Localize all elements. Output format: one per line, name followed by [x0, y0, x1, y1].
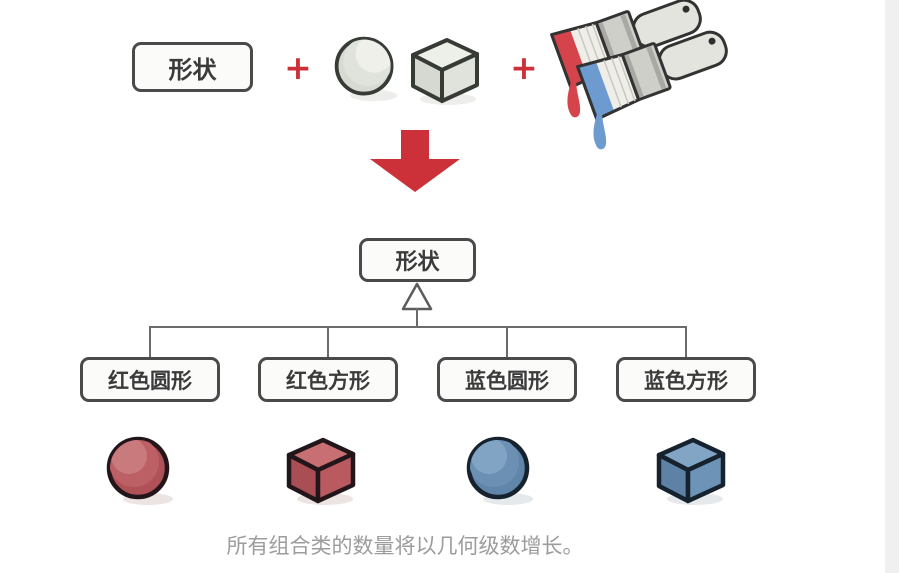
child-class-label: 红色方形 [286, 368, 370, 393]
shape-class-label: 形状 [168, 55, 217, 84]
child-class-label: 红色圆形 [108, 368, 192, 393]
child-class-box-blue-circle: 蓝色圆形 [437, 357, 577, 402]
connector-line-stub [149, 327, 151, 358]
child-class-box-blue-square: 蓝色方形 [616, 357, 756, 402]
red-sphere-icon [106, 436, 173, 505]
caption: 所有组合类的数量将以几何级数增长。 [226, 534, 584, 558]
connector-line-stub [685, 327, 687, 358]
connector-line-vertical [416, 308, 418, 328]
connector-line-horizontal [149, 326, 687, 328]
child-class-label: 蓝色圆形 [465, 368, 549, 393]
blue-cube-icon [656, 437, 726, 505]
plus-icon: + [284, 47, 312, 87]
child-class-box-red-circle: 红色圆形 [80, 357, 220, 402]
blue-paintbrush-icon [576, 30, 728, 150]
parent-class-label: 形状 [395, 250, 440, 275]
gray-cube-icon [411, 38, 479, 105]
child-class-label: 蓝色方形 [644, 368, 728, 393]
connector-line-stub [506, 327, 508, 358]
gray-sphere-icon [334, 36, 398, 102]
shape-class-box: 形状 [132, 42, 253, 92]
red-cube-icon [286, 437, 356, 505]
parent-class-box: 形状 [359, 238, 476, 282]
down-arrow-icon [370, 130, 460, 192]
plus-icon: + [510, 47, 538, 87]
blue-sphere-icon [466, 436, 533, 505]
child-class-box-red-square: 红色方形 [258, 357, 398, 402]
page-edge-strip [885, 0, 899, 573]
red-paintbrush-icon [550, 0, 702, 118]
inheritance-triangle-icon [401, 282, 433, 311]
connector-line-stub [327, 327, 329, 358]
